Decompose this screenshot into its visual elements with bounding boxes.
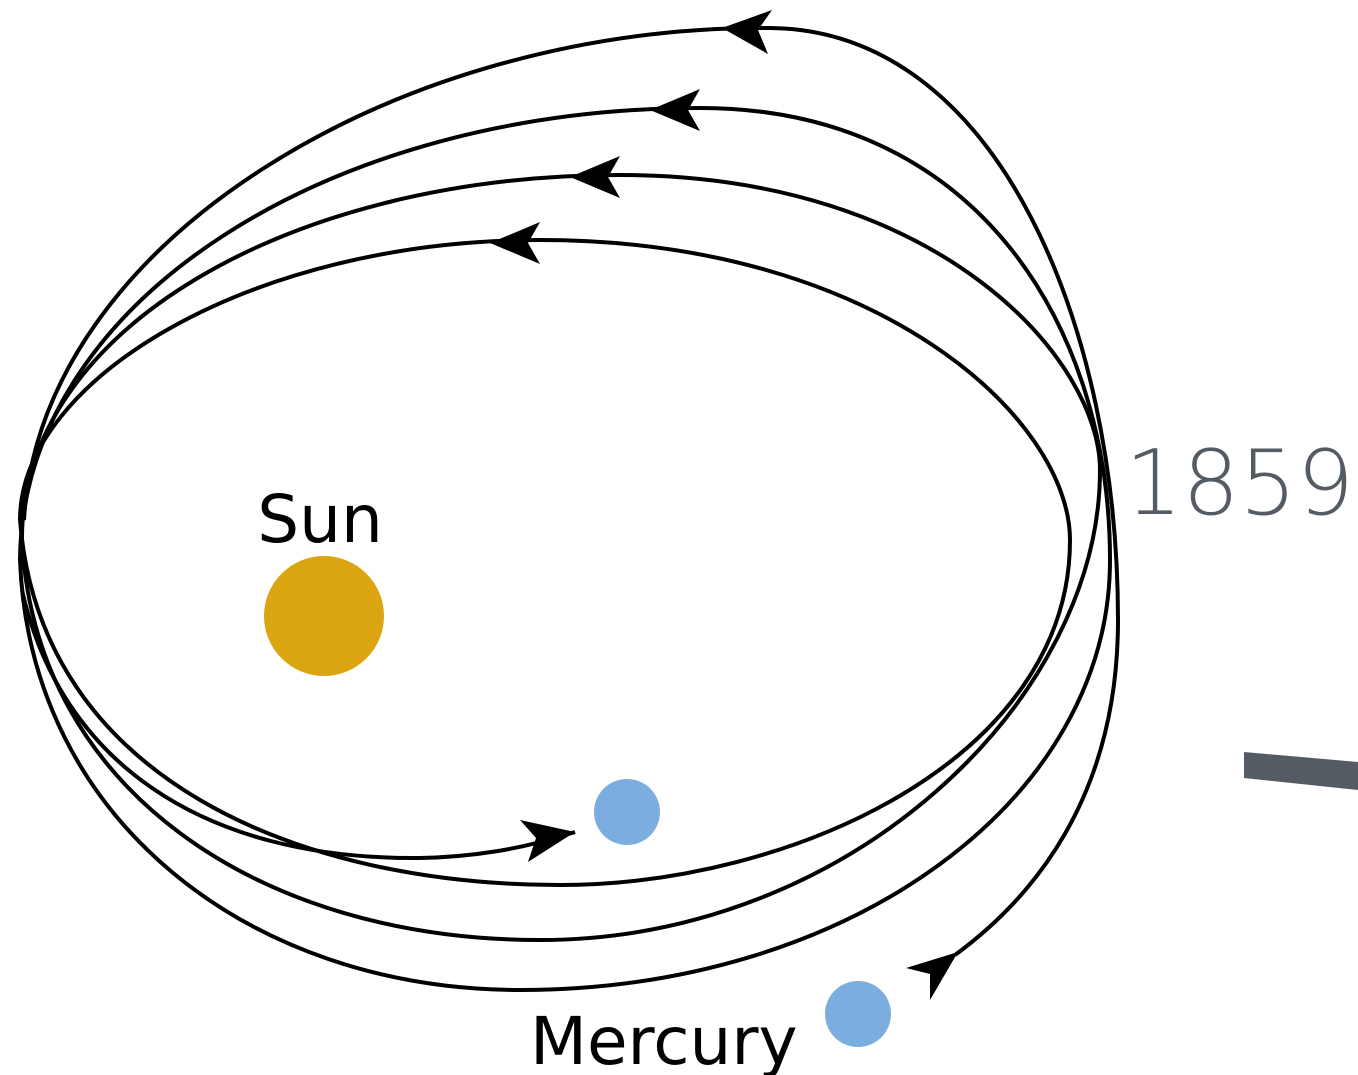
arrowhead-bottom-2: [906, 952, 958, 1000]
mercury-label: Mercury: [530, 1003, 798, 1075]
mercury-start-icon: [594, 779, 660, 845]
orbit-1: [18, 237, 1073, 888]
arrowhead-top-3: [650, 89, 700, 131]
orbit-2: [19, 172, 1103, 943]
arrowhead-top-4: [722, 10, 772, 54]
year-label: 1859: [1125, 431, 1354, 536]
orbit-3: [18, 105, 1113, 993]
orbit-arrowheads: [490, 10, 958, 1000]
arrowhead-bottom-1: [520, 820, 575, 862]
orbit-start-tail: [20, 589, 576, 861]
arrowhead-top-1: [490, 222, 540, 264]
arrowhead-top-2: [570, 156, 620, 198]
sun-icon: [264, 556, 384, 676]
sun-label: Sun: [257, 481, 383, 558]
orbit-4: [22, 25, 1121, 957]
partial-bar-shape: [1244, 752, 1358, 790]
mercury-end-icon: [825, 981, 891, 1047]
